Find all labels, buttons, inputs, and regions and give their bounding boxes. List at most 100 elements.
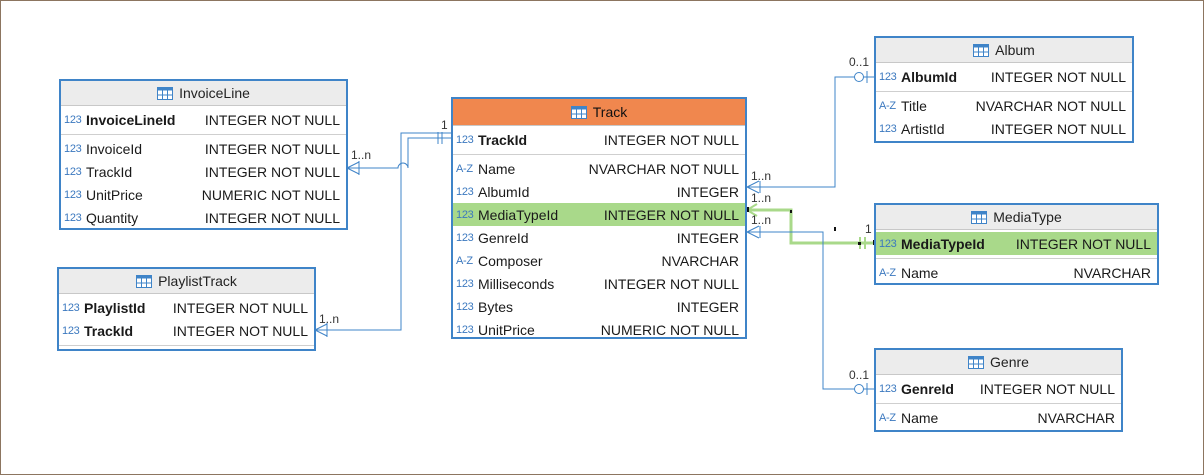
entity-header[interactable]: Track	[453, 99, 745, 126]
numeric-type-icon: 123	[62, 324, 80, 337]
column-type: NVARCHAR	[1073, 264, 1151, 281]
text-type-icon: A-Z	[879, 99, 896, 112]
column-name: MediaTypeId	[478, 206, 559, 223]
text-type-icon: A-Z	[879, 266, 896, 279]
column-name: Quantity	[86, 209, 139, 226]
column-type: INTEGER NOT NULL	[603, 131, 739, 148]
table-icon	[968, 355, 985, 369]
table-icon	[570, 105, 587, 119]
link-track-genre[interactable]	[745, 225, 874, 395]
link-invoiceline-track[interactable]	[346, 132, 451, 175]
column-type: NUMERIC NOT NULL	[201, 186, 340, 203]
pk-separator	[876, 258, 1157, 259]
entity-header[interactable]: PlaylistTrack	[59, 269, 314, 294]
numeric-type-icon: 123	[62, 301, 80, 314]
entity-header[interactable]: Album	[876, 38, 1132, 63]
column-type: NVARCHAR	[1037, 409, 1115, 426]
column-name: AlbumId	[478, 183, 530, 200]
card-mediatype-one: 1	[865, 222, 872, 236]
table-icon	[973, 43, 990, 57]
column-trackid[interactable]: 123 TrackId INTEGER NOT NULL	[453, 128, 745, 151]
pk-separator	[876, 91, 1132, 92]
card-genre-opt: 0..1	[849, 368, 870, 382]
column-type: INTEGER NOT NULL	[1015, 235, 1151, 252]
column-name: Bytes	[478, 298, 514, 315]
numeric-type-icon: 123	[64, 165, 82, 178]
column-name: TrackId	[478, 131, 528, 148]
column-type: INTEGER NOT NULL	[603, 275, 739, 292]
entity-title: Genre	[990, 354, 1029, 370]
column-type: INTEGER NOT NULL	[204, 163, 340, 180]
entity-title: Track	[592, 104, 628, 120]
column-name: MediaTypeId	[901, 235, 985, 252]
numeric-type-icon: 123	[456, 208, 474, 221]
column-name: InvoiceLineId	[86, 111, 176, 128]
column-type: INTEGER NOT NULL	[990, 68, 1126, 85]
card-album-opt: 0..1	[849, 55, 870, 69]
column-type: INTEGER NOT NULL	[204, 111, 340, 128]
card-playlisttrack-many: 1..n	[319, 312, 340, 326]
entity-header[interactable]: InvoiceLine	[61, 81, 346, 106]
numeric-type-icon: 123	[879, 382, 897, 395]
column-name: UnitPrice	[86, 186, 143, 203]
numeric-type-icon: 123	[879, 70, 897, 83]
link-playlisttrack-track[interactable]	[314, 132, 451, 337]
numeric-type-icon: 123	[456, 277, 474, 290]
numeric-type-icon: 123	[456, 133, 474, 146]
pk-separator	[876, 403, 1121, 404]
card-mediatype-many: 1..n	[751, 191, 772, 205]
numeric-type-icon: 123	[456, 185, 474, 198]
pk-separator	[59, 345, 314, 346]
column-type: INTEGER NOT NULL	[204, 140, 340, 157]
column-type: INTEGER NOT NULL	[172, 299, 308, 316]
table-icon	[136, 274, 153, 288]
numeric-type-icon: 123	[64, 142, 82, 155]
column-type: NVARCHAR NOT NULL	[975, 97, 1126, 114]
column-type: INTEGER NOT NULL	[979, 380, 1115, 397]
column-name: GenreId	[478, 229, 529, 246]
column-name: Title	[901, 97, 927, 114]
column-invoiceid[interactable]: 123 InvoiceId INTEGER NOT NULL	[61, 137, 346, 160]
entity-title: PlaylistTrack	[158, 273, 237, 289]
column-name: ArtistId	[901, 120, 945, 137]
link-track-album[interactable]	[745, 71, 874, 194]
entity-title: MediaType	[993, 209, 1062, 225]
card-album-many: 1..n	[751, 169, 772, 183]
entity-header[interactable]: Genre	[876, 350, 1121, 375]
column-name: TrackId	[84, 322, 134, 339]
column-type: NVARCHAR NOT NULL	[588, 160, 739, 177]
column-title[interactable]: A-Z Title NVARCHAR NOT NULL	[876, 94, 1132, 117]
entity-title: Album	[995, 42, 1035, 58]
entity-header[interactable]: MediaType	[876, 205, 1157, 230]
card-invoiceline-many: 1..n	[351, 148, 372, 162]
column-name: InvoiceId	[86, 140, 143, 157]
